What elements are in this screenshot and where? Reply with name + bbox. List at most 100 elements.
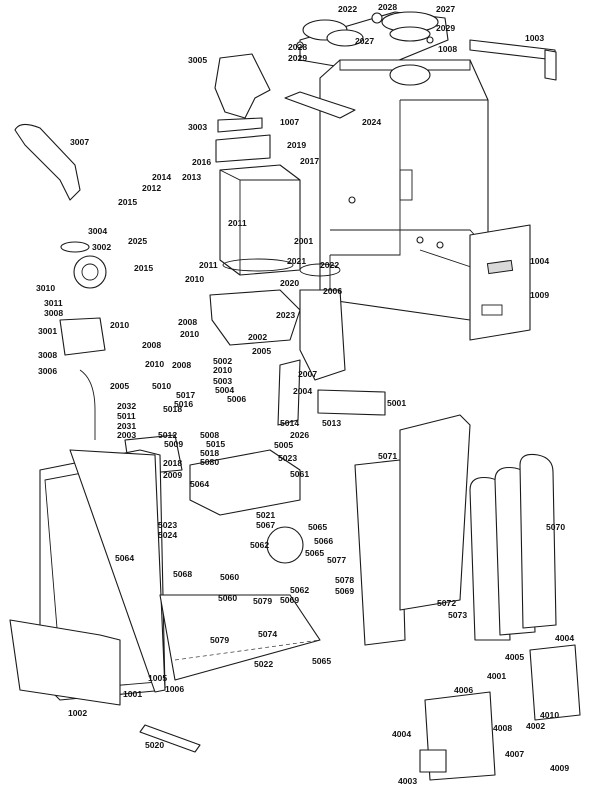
callout-4008: 4008 bbox=[493, 723, 512, 733]
bottom-cover bbox=[9, 619, 121, 706]
callout-5072: 5072 bbox=[437, 598, 456, 608]
callout-labels: 1001100210031004100510061007100810092001… bbox=[36, 2, 574, 786]
callout-1001: 1001 bbox=[123, 689, 142, 699]
expansion-vessels bbox=[469, 453, 557, 641]
callout-5013: 5013 bbox=[322, 418, 341, 428]
callout-5015: 5015 bbox=[206, 439, 225, 449]
callout-2006: 2006 bbox=[323, 286, 342, 296]
callout-5064: 5064 bbox=[190, 479, 209, 489]
callout-3004: 3004 bbox=[88, 226, 107, 236]
tap-handle bbox=[139, 724, 201, 753]
callout-2016: 2016 bbox=[192, 157, 211, 167]
callout-5014: 5014 bbox=[280, 418, 299, 428]
callout-2015: 2015 bbox=[118, 197, 137, 207]
callout-4006: 4006 bbox=[454, 685, 473, 695]
callout-5002: 5002 bbox=[213, 356, 232, 366]
callout-3002: 3002 bbox=[92, 242, 111, 252]
callout-2031: 2031 bbox=[117, 421, 136, 431]
callout-2008: 2008 bbox=[142, 340, 161, 350]
callout-5008: 5008 bbox=[200, 430, 219, 440]
callout-2028: 2028 bbox=[288, 42, 307, 52]
callout-2014: 2014 bbox=[152, 172, 171, 182]
callout-5061: 5061 bbox=[290, 469, 309, 479]
callout-2010: 2010 bbox=[110, 320, 129, 330]
callout-5060: 5060 bbox=[220, 572, 239, 582]
callout-2024: 2024 bbox=[362, 117, 381, 127]
callout-5009: 5009 bbox=[164, 439, 183, 449]
callout-2012: 2012 bbox=[142, 183, 161, 193]
callout-2005: 2005 bbox=[110, 381, 129, 391]
callout-5065: 5065 bbox=[312, 656, 331, 666]
callout-2010: 2010 bbox=[213, 365, 232, 375]
callout-5062: 5062 bbox=[250, 540, 269, 550]
callout-1005: 1005 bbox=[148, 673, 167, 683]
callout-5003: 5003 bbox=[213, 376, 232, 386]
gas-pipe bbox=[79, 369, 96, 440]
condensate-sump bbox=[209, 289, 301, 346]
callout-2022: 2022 bbox=[338, 4, 357, 14]
callout-4004: 4004 bbox=[392, 729, 411, 739]
wall-bracket bbox=[469, 39, 557, 81]
callout-1007: 1007 bbox=[280, 117, 299, 127]
callout-5018: 5018 bbox=[163, 404, 182, 414]
callout-5074: 5074 bbox=[258, 629, 277, 639]
callout-4004: 4004 bbox=[555, 633, 574, 643]
callout-5065: 5065 bbox=[308, 522, 327, 532]
callout-5024: 5024 bbox=[158, 530, 177, 540]
hydraulic-tray bbox=[189, 449, 301, 516]
callout-5012: 5012 bbox=[158, 430, 177, 440]
callout-5022: 5022 bbox=[254, 659, 273, 669]
callout-5064: 5064 bbox=[115, 553, 134, 563]
air-intake-pipe bbox=[14, 123, 81, 201]
callout-4009: 4009 bbox=[550, 763, 569, 773]
callout-2008: 2008 bbox=[172, 360, 191, 370]
callout-5060: 5060 bbox=[218, 593, 237, 603]
callout-4005: 4005 bbox=[505, 652, 524, 662]
siphon bbox=[277, 359, 301, 426]
callout-1003: 1003 bbox=[525, 33, 544, 43]
callout-5080: 5080 bbox=[200, 457, 219, 467]
callout-4007: 4007 bbox=[505, 749, 524, 759]
callout-3010: 3010 bbox=[36, 283, 55, 293]
callout-1009: 1009 bbox=[530, 290, 549, 300]
callout-2028: 2028 bbox=[378, 2, 397, 12]
insulation-panel bbox=[354, 459, 406, 646]
callout-5071: 5071 bbox=[378, 451, 397, 461]
callout-3006: 3006 bbox=[38, 366, 57, 376]
boiler-casing bbox=[319, 59, 489, 321]
callout-3008: 3008 bbox=[44, 308, 63, 318]
callout-2002: 2002 bbox=[248, 332, 267, 342]
callout-5018: 5018 bbox=[200, 448, 219, 458]
fan-hood bbox=[214, 53, 271, 119]
fan-assembly bbox=[59, 241, 107, 356]
flue-pipe bbox=[299, 289, 346, 381]
callout-5005: 5005 bbox=[274, 440, 293, 450]
callout-1006: 1006 bbox=[165, 684, 184, 694]
base-plate bbox=[159, 594, 321, 681]
callout-5023: 5023 bbox=[158, 520, 177, 530]
callout-5006: 5006 bbox=[227, 394, 246, 404]
callout-2027: 2027 bbox=[355, 36, 374, 46]
callout-5073: 5073 bbox=[448, 610, 467, 620]
gaskets bbox=[222, 258, 341, 277]
callout-2013: 2013 bbox=[182, 172, 201, 182]
callout-1008: 1008 bbox=[438, 44, 457, 54]
callout-3003: 3003 bbox=[188, 122, 207, 132]
callout-5062: 5062 bbox=[290, 585, 309, 595]
callout-2010: 2010 bbox=[185, 274, 204, 284]
callout-3005: 3005 bbox=[188, 55, 207, 65]
callout-3011: 3011 bbox=[44, 298, 63, 308]
side-panel bbox=[469, 224, 531, 341]
callout-5068: 5068 bbox=[173, 569, 192, 579]
callout-5016: 5016 bbox=[174, 399, 193, 409]
callout-4003: 4003 bbox=[398, 776, 417, 786]
plate-heat-exchanger bbox=[317, 389, 386, 416]
callout-2020: 2020 bbox=[280, 278, 299, 288]
callout-2010: 2010 bbox=[145, 359, 164, 369]
callout-5069: 5069 bbox=[280, 595, 299, 605]
callout-2032: 2032 bbox=[117, 401, 136, 411]
callout-2022: 2022 bbox=[320, 260, 339, 270]
callout-2025: 2025 bbox=[128, 236, 147, 246]
callout-4010: 4010 bbox=[540, 710, 559, 720]
